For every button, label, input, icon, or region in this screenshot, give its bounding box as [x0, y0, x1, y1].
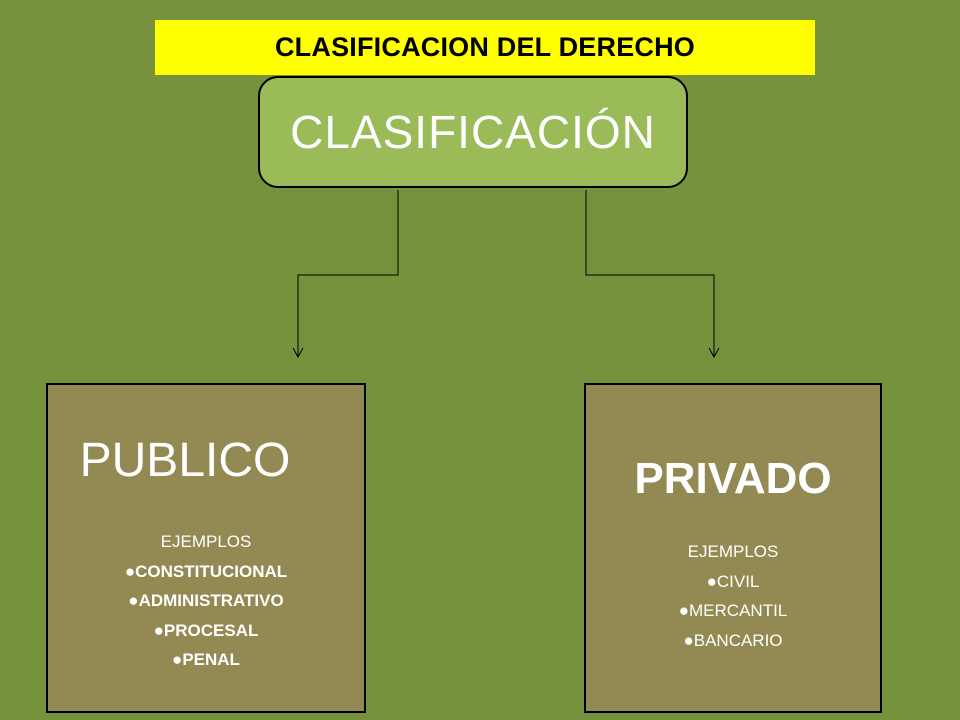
child-node-privado: PRIVADO EJEMPLOS ●CIVIL ●MERCANTIL ●BANC…: [584, 383, 882, 713]
child-node-publico: PUBLICO EJEMPLOS ●CONSTITUCIONAL ●ADMINI…: [46, 383, 366, 713]
example-item: ●PROCESAL: [153, 620, 259, 640]
root-node-clasificacion: CLASIFICACIÓN: [258, 76, 688, 188]
child-node-label: PUBLICO: [79, 434, 291, 487]
child-node-label: PRIVADO: [634, 454, 832, 503]
example-item: ●BANCARIO: [683, 630, 783, 650]
root-node-label: CLASIFICACIÓN: [290, 106, 656, 158]
examples-list: EJEMPLOS ●CONSTITUCIONAL ●ADMINISTRATIVO…: [48, 527, 364, 675]
example-item: ●MERCANTIL: [678, 601, 788, 620]
diagram-title: CLASIFICACION DEL DERECHO: [274, 32, 696, 62]
diagram-title-banner: CLASIFICACION DEL DERECHO: [155, 20, 815, 75]
example-item: ●CONSTITUCIONAL: [124, 561, 288, 581]
arrowhead-to-publico: [292, 347, 304, 359]
example-item: ●CIVIL: [706, 571, 760, 591]
arrowhead-to-privado: [708, 347, 720, 359]
examples-heading: EJEMPLOS: [160, 532, 252, 551]
examples-list: EJEMPLOS ●CIVIL ●MERCANTIL ●BANCARIO: [586, 537, 880, 655]
examples-heading: EJEMPLOS: [687, 542, 779, 561]
example-item: ●PENAL: [172, 650, 240, 669]
example-item: ●ADMINISTRATIVO: [128, 591, 284, 610]
connector-to-publico: [297, 190, 399, 356]
connector-to-privado: [585, 190, 715, 356]
